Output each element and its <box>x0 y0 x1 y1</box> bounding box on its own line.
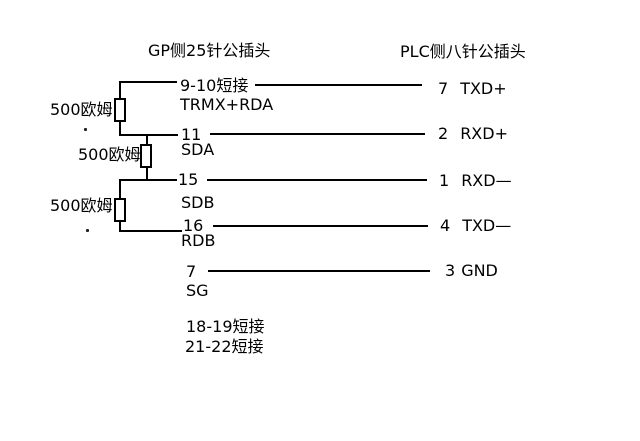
plc-pin-row4: 4 TXD— <box>440 217 511 235</box>
gp-signal-row5: SG <box>186 281 209 300</box>
wire-row4-left-stub <box>120 230 182 232</box>
gp-pin-row3: 15 <box>178 170 199 189</box>
wire-row1-left-stub <box>120 81 177 83</box>
plc-signal-row3: RXD— <box>461 171 512 190</box>
wire-row3-connection <box>207 179 427 181</box>
wire-row5-connection <box>208 270 430 272</box>
wire-row2-left-stub <box>120 134 178 136</box>
plc-signal-row4: TXD— <box>462 216 512 235</box>
gp-pin-row4: 16 <box>183 216 204 235</box>
gp-pin-row2: 11 <box>181 125 202 144</box>
plc-pin-number-row1: 7 <box>438 79 449 98</box>
plc-pin-row3: 1 RXD— <box>439 172 512 190</box>
gp-pin-row1: 9-10短接 <box>180 76 249 95</box>
plc-pin-number-row4: 4 <box>440 216 451 235</box>
short-note-18-19: 18-19短接 <box>186 317 265 336</box>
plc-pin-number-row3: 1 <box>439 171 450 190</box>
plc-pin-row2: 2 RXD+ <box>438 125 508 143</box>
short-note-21-22: 21-22短接 <box>185 337 264 356</box>
stray-dot <box>86 229 89 232</box>
resistor-1-label: 500欧姆 <box>50 100 113 119</box>
stray-dot <box>84 128 87 131</box>
plc-connector-title: PLC侧八针公插头 <box>400 42 526 61</box>
resistor-3-symbol <box>114 198 126 222</box>
plc-signal-row2: RXD+ <box>460 124 508 143</box>
gp-signal-row2: SDA <box>181 140 215 159</box>
wire-row4-connection <box>213 225 428 227</box>
plc-pin-number-row2: 2 <box>438 124 449 143</box>
wire-row1-connection <box>255 84 422 86</box>
gp-connector-title: GP侧25针公插头 <box>148 41 271 60</box>
resistor-1-symbol <box>114 98 126 122</box>
wire-row3-left-stub <box>120 179 177 181</box>
resistor-3-label: 500欧姆 <box>50 196 113 215</box>
plc-pin-row1: 7 TXD+ <box>438 80 507 98</box>
resistor-2-symbol <box>140 144 152 168</box>
plc-signal-row1: TXD+ <box>460 79 507 98</box>
gp-pin-row5: 7 <box>186 262 197 281</box>
gp-signal-row4: RDB <box>181 231 216 250</box>
resistor-2-label: 500欧姆 <box>78 145 141 164</box>
plc-signal-row5: GND <box>461 261 498 280</box>
plc-pin-number-row5: 3 <box>445 261 456 280</box>
gp-signal-row3: SDB <box>181 193 215 212</box>
plc-pin-row5: 3 GND <box>445 262 498 280</box>
gp-signal-row1: TRMX+RDA <box>180 95 274 114</box>
wire-row2-connection <box>210 133 425 135</box>
